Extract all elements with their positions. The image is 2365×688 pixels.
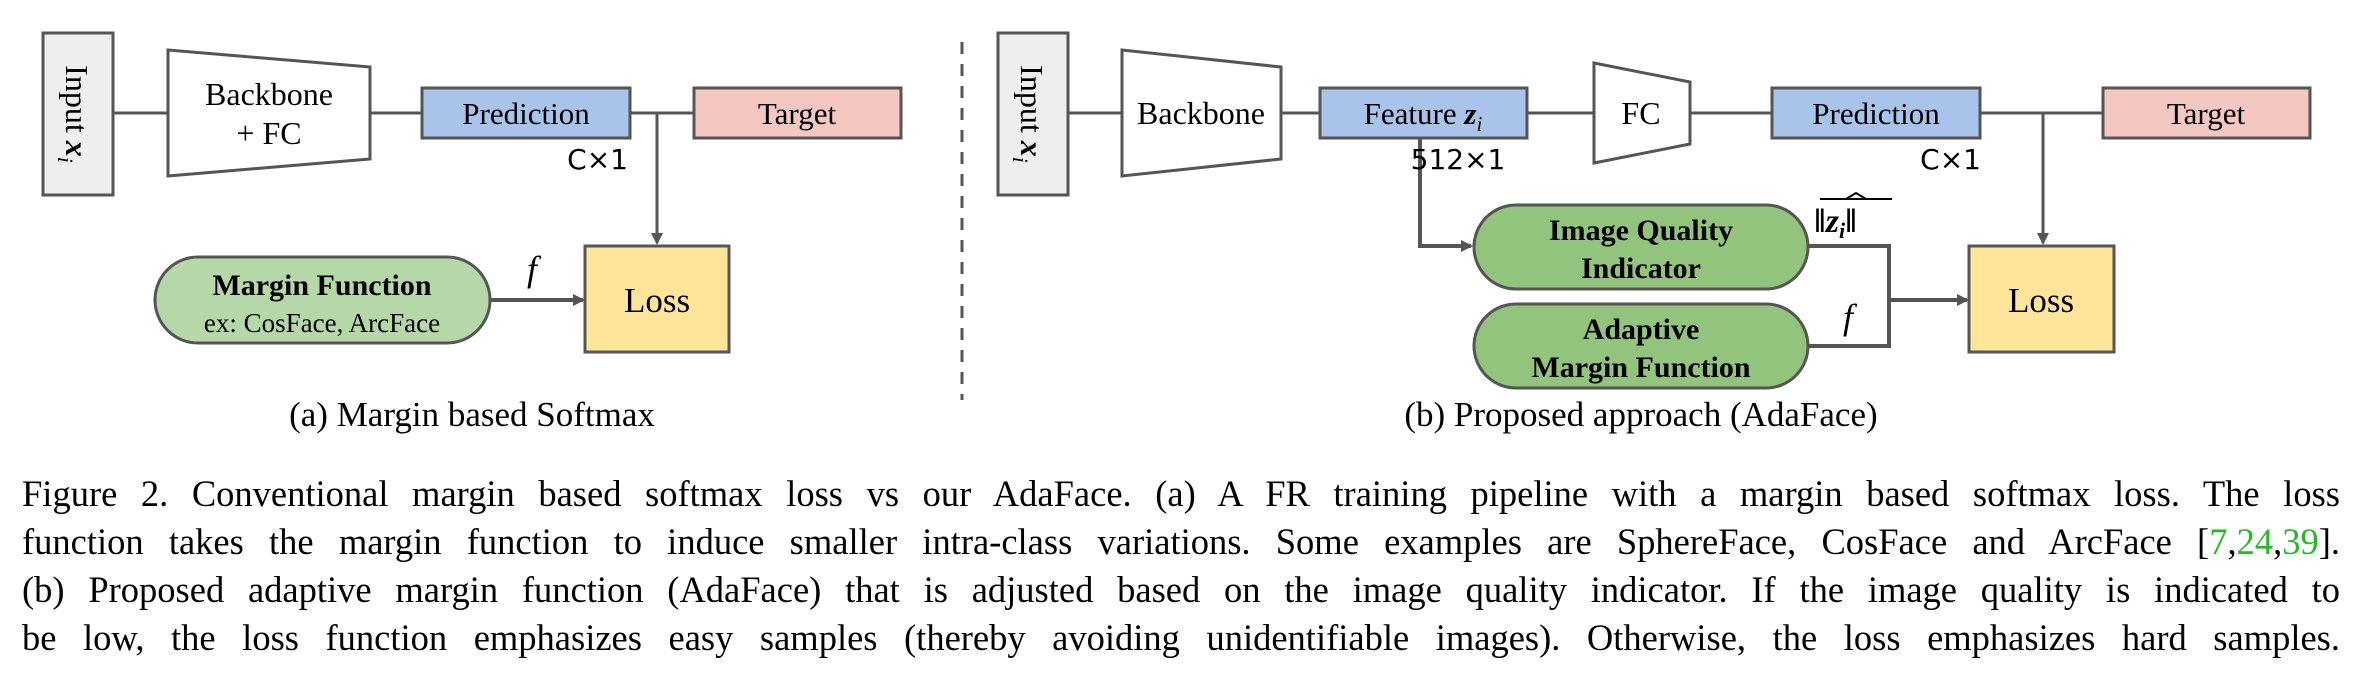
prediction-label-b: Prediction xyxy=(1812,96,1940,131)
iqi-label-line2: Indicator xyxy=(1581,252,1701,285)
feature-dim: 512×1 xyxy=(1411,143,1506,176)
loss-label-left: Loss xyxy=(624,281,690,320)
input-box xyxy=(41,31,115,197)
citation-link[interactable]: 39 xyxy=(2282,521,2319,562)
prediction-box xyxy=(420,86,632,140)
adaptive-margin-function-box xyxy=(1472,302,1810,390)
citation-link[interactable]: 24 xyxy=(2236,521,2274,562)
svg-text:‖zi‖: ‖zi‖ xyxy=(1814,203,1857,243)
target-box xyxy=(692,86,903,140)
right-panel: Input xi Backbone Feature zi 512×1 FC Pr… xyxy=(996,31,2312,434)
f-label-right: f xyxy=(1843,297,1858,337)
amf-label-line1: Adaptive xyxy=(1583,313,1700,346)
prediction-label: Prediction xyxy=(462,96,590,131)
backbone-label-line2: + FC xyxy=(236,115,301,151)
subcaption-b: (b) Proposed approach (AdaFace) xyxy=(1404,395,1877,434)
loss-box-left xyxy=(583,244,731,354)
figure-caption: Figure 2. Conventional margin based soft… xyxy=(22,470,2340,662)
iqi-label-line1: Image Quality xyxy=(1549,214,1733,247)
backbone-label-line1: Backbone xyxy=(205,76,333,112)
caption-line-1: Figure 2. Conventional margin based soft… xyxy=(22,473,2340,514)
citation-link[interactable]: 7 xyxy=(2209,521,2228,562)
margin-function-examples: ex: CosFace, ArcFace xyxy=(204,308,440,338)
feature-norm-label: ‖zi‖ xyxy=(1814,191,1892,243)
loss-label-right: Loss xyxy=(2008,281,2074,320)
margin-function-box xyxy=(153,255,492,345)
backbone-block xyxy=(1120,48,1283,178)
fc-label: FC xyxy=(1621,95,1660,131)
caption-line-2: function takes the margin function to in… xyxy=(22,521,2340,562)
prediction-dim-b: C×1 xyxy=(1920,143,1981,176)
subcaption-a: (a) Margin based Softmax xyxy=(289,395,655,434)
loss-box-right xyxy=(1967,244,2116,354)
feature-box xyxy=(1318,86,1529,140)
arrow-iqi-amf-to-loss xyxy=(1808,244,1967,348)
adaface-diagram: Input xi Backbone + FC Prediction C×1 Ta… xyxy=(41,31,2312,434)
prediction-dim: C×1 xyxy=(567,143,628,176)
fc-block xyxy=(1592,61,1692,165)
input-label-b: Input xi xyxy=(1008,65,1050,163)
prediction-box-b xyxy=(1770,86,1982,140)
target-box-b xyxy=(2101,86,2312,140)
arrow-feature-to-iqi xyxy=(1418,138,1473,252)
f-label-left: f xyxy=(527,249,542,289)
margin-function-title: Margin Function xyxy=(212,269,431,302)
backbone-fc-block xyxy=(166,48,372,178)
amf-label-line2: Margin Function xyxy=(1531,351,1750,384)
target-label: Target xyxy=(758,96,837,131)
target-label-b: Target xyxy=(2167,96,2246,131)
caption-line-3: (b) Proposed adaptive margin function (A… xyxy=(22,569,2340,610)
backbone-label-b: Backbone xyxy=(1137,95,1265,131)
input-box-b xyxy=(996,31,1070,197)
input-label: Input xi xyxy=(53,65,95,163)
feature-label: Feature zi xyxy=(1364,96,1483,136)
image-quality-indicator-box xyxy=(1472,203,1810,291)
left-panel: Input xi Backbone + FC Prediction C×1 Ta… xyxy=(41,31,903,434)
caption-line-4: be low, the loss function emphasizes eas… xyxy=(22,617,2340,658)
